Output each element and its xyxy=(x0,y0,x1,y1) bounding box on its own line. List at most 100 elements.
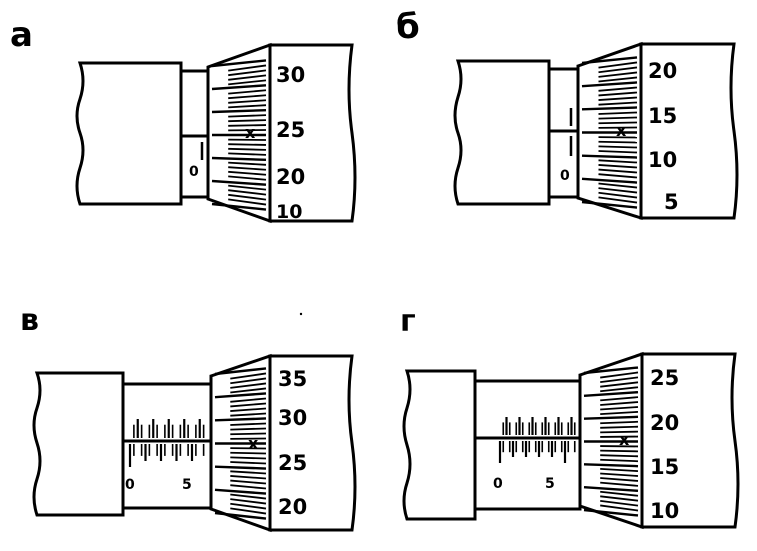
thimble-tick xyxy=(581,81,638,88)
thimble-tick xyxy=(600,425,639,429)
thimble-tick xyxy=(230,498,267,505)
thimble-tick xyxy=(598,76,638,83)
thimble-tick xyxy=(230,502,267,510)
thimble-tick xyxy=(230,507,267,515)
thimble-tick xyxy=(581,177,638,184)
thimble-label-g-15: 15 xyxy=(650,455,679,479)
thimble-tick xyxy=(598,66,638,74)
panel-letter-b: б xyxy=(396,7,420,47)
thimble-tick xyxy=(600,430,639,434)
thimble-tick xyxy=(598,111,638,115)
thimble-tick xyxy=(230,427,267,431)
thimble-tick xyxy=(600,499,639,507)
thimble-tick xyxy=(600,406,639,411)
thimble-tick xyxy=(228,161,267,166)
thimble-tick xyxy=(598,61,638,69)
thimble-tick xyxy=(211,108,267,114)
panel-letter-g: г xyxy=(400,304,416,339)
thimble-tick xyxy=(600,504,639,512)
thimble-tick xyxy=(230,397,267,403)
thimble-tick xyxy=(230,493,267,500)
thimble-body-v xyxy=(268,354,357,532)
thimble-tick xyxy=(230,422,267,426)
thimble-tick xyxy=(228,147,267,151)
thimble-body-b xyxy=(639,42,739,220)
thimble-tick xyxy=(581,200,638,209)
thimble-label-b-10: 10 xyxy=(648,148,677,172)
sleeve-label-g-5: 5 xyxy=(545,476,555,492)
thimble-tick xyxy=(211,179,267,186)
sleeve-v xyxy=(121,382,213,510)
thimble-tick xyxy=(600,458,639,463)
thimble-tick xyxy=(211,59,267,68)
thimble-body-g xyxy=(640,352,740,529)
thimble-tick xyxy=(600,376,639,384)
thimble-tick xyxy=(230,382,267,389)
marker-x-v: x xyxy=(248,434,259,453)
thimble-tick xyxy=(228,89,267,95)
thimble-label-a-20: 20 xyxy=(276,165,305,189)
thimble-label-v-30: 30 xyxy=(278,406,307,430)
thimble-tick xyxy=(598,140,638,144)
thimble-body-a xyxy=(268,43,357,223)
thimble-tick xyxy=(228,64,267,72)
thimble-tick xyxy=(583,485,639,493)
thimble-tick xyxy=(598,164,638,169)
panel-b: б 0 20 15 10 5 x xyxy=(396,7,739,221)
thimble-tick xyxy=(598,196,638,204)
thimble-tick xyxy=(228,143,267,146)
thimble-tick xyxy=(230,470,267,475)
panel-g: г 0 5 25 20 15 10 x xyxy=(400,304,740,530)
thimble-tick xyxy=(600,420,639,425)
thimble-tick xyxy=(230,387,267,394)
thimble-label-g-20: 20 xyxy=(650,411,679,435)
thimble-scale-g xyxy=(583,366,639,517)
thimble-tick xyxy=(228,152,267,156)
panel-a: а 0 30 25 20 10 x xyxy=(10,15,357,224)
thimble-tick xyxy=(598,91,638,97)
thimble-label-v-25: 25 xyxy=(278,451,307,475)
thimble-tick xyxy=(598,159,638,164)
thimble-tick xyxy=(228,184,267,191)
thimble-tick xyxy=(230,432,267,436)
thimble-tick xyxy=(600,481,639,487)
thimble-label-b-20: 20 xyxy=(648,59,677,83)
thimble-tick xyxy=(598,168,638,174)
thimble-tick xyxy=(228,170,267,176)
thimble-tick xyxy=(581,106,638,111)
panel-v: в 0 5 35 30 25 20 x xyxy=(20,303,357,533)
thimble-tick xyxy=(228,198,267,206)
thimble-tick xyxy=(600,468,639,472)
thimble-tick xyxy=(583,415,639,420)
thimble-tick xyxy=(228,99,267,104)
panel-letter-v: в xyxy=(20,303,39,338)
thimble-label-g-10: 10 xyxy=(650,499,679,523)
thimble-tick xyxy=(598,101,638,106)
thimble-tick xyxy=(600,477,639,482)
thimble-tick xyxy=(600,449,639,453)
thimble-tick xyxy=(598,86,638,92)
thimble-tick xyxy=(583,366,639,375)
thimble-tick xyxy=(228,114,267,118)
thimble-tick xyxy=(228,124,267,127)
sleeve-scale-g xyxy=(498,417,576,463)
thimble-scale-a xyxy=(211,59,267,211)
thimble-tick xyxy=(214,511,267,520)
thimble-tick xyxy=(230,479,267,485)
thimble-label-v-20: 20 xyxy=(278,495,307,519)
thimble-tick xyxy=(600,371,639,379)
thimble-tick xyxy=(598,173,638,179)
stray-dot xyxy=(299,312,303,316)
thimble-tick xyxy=(228,69,267,77)
thimble-tick xyxy=(211,156,267,162)
thimble-tick xyxy=(214,367,267,376)
thimble-tick xyxy=(598,182,638,189)
thimble-tick xyxy=(230,377,267,385)
thimble-tick xyxy=(211,84,267,91)
thimble-tick xyxy=(230,475,267,480)
thimble-tick xyxy=(228,79,267,86)
thimble-tick xyxy=(228,189,267,196)
marker-x-a: x xyxy=(245,123,256,142)
thimble-tick xyxy=(211,202,267,211)
thimble-tick xyxy=(228,94,267,100)
